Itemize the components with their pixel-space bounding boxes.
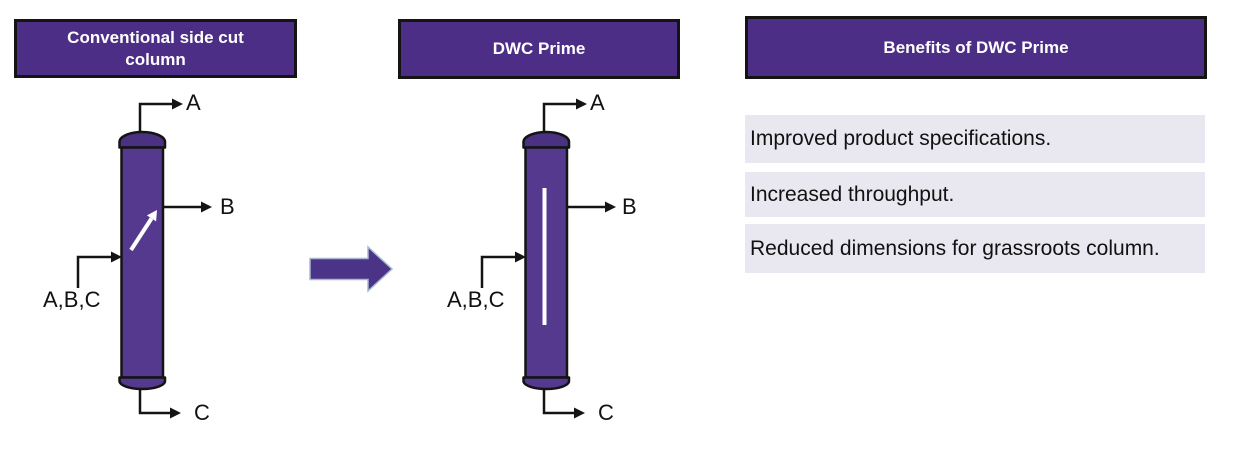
conventional-column-title: Conventional side cut column	[14, 19, 297, 78]
dwc-prime-title: DWC Prime	[398, 19, 680, 79]
vessel-body	[120, 146, 165, 379]
conventional-side-stream-label: B	[220, 194, 235, 219]
benefit-item-text: Reduced dimensions for grassroots column…	[750, 236, 1160, 260]
benefits-title-text: Benefits of DWC Prime	[883, 37, 1069, 57]
benefits-title: Benefits of DWC Prime	[745, 16, 1207, 79]
vessel-bottom-cap	[118, 376, 167, 391]
top-product-pipe	[542, 102, 576, 133]
feed-pipe	[76, 255, 111, 288]
side-product-arrowhead-icon	[201, 201, 212, 213]
top-product-arrowhead-icon	[576, 98, 587, 110]
dwc-feed-stream-label: A,B,C	[447, 287, 505, 312]
transform-arrow-icon	[309, 245, 394, 293]
feed-arrowhead-icon	[111, 251, 122, 263]
bottom-product-pipe	[542, 389, 574, 415]
benefit-item: Increased throughput.	[745, 172, 1205, 217]
bottom-product-pipe	[138, 389, 170, 415]
dwc-prime-title-text: DWC Prime	[492, 39, 586, 59]
vessel-top-cap	[522, 130, 571, 149]
conventional-bottom-stream-label: C	[194, 400, 210, 425]
dwc-column-vessel	[522, 130, 571, 391]
vessel-bottom-cap	[522, 376, 571, 391]
bottom-product-arrowhead-icon	[170, 407, 181, 419]
side-cut-arrow-icon	[129, 210, 157, 252]
dwc-top-stream-label: A	[590, 90, 605, 115]
side-product-arrowhead-icon	[605, 201, 616, 213]
conventional-top-stream-label: A	[186, 90, 201, 115]
vessel-top-cap	[118, 130, 167, 149]
dwc-side-stream-label: B	[622, 194, 637, 219]
top-product-arrowhead-icon	[172, 98, 183, 110]
dwc-bottom-stream-label: C	[598, 400, 614, 425]
conventional-feed-stream-label: A,B,C	[43, 287, 101, 312]
top-product-pipe	[138, 102, 172, 133]
conventional-column-arrowheads	[111, 98, 212, 419]
dwc-column-pipes	[480, 102, 605, 415]
benefit-item: Improved product specifications.	[745, 115, 1205, 163]
dwc-column-arrowheads	[515, 98, 616, 419]
benefit-item: Reduced dimensions for grassroots column…	[745, 224, 1205, 273]
bottom-product-arrowhead-icon	[574, 407, 585, 419]
feed-pipe	[480, 255, 515, 288]
conventional-column-pipes	[76, 102, 201, 415]
benefit-item-text: Improved product specifications.	[750, 127, 1052, 150]
benefit-item-text: Increased throughput.	[750, 182, 955, 206]
feed-arrowhead-icon	[515, 251, 526, 263]
conventional-column-title-text: Conventional side cut column	[67, 28, 244, 69]
conventional-column-vessel	[118, 130, 167, 391]
